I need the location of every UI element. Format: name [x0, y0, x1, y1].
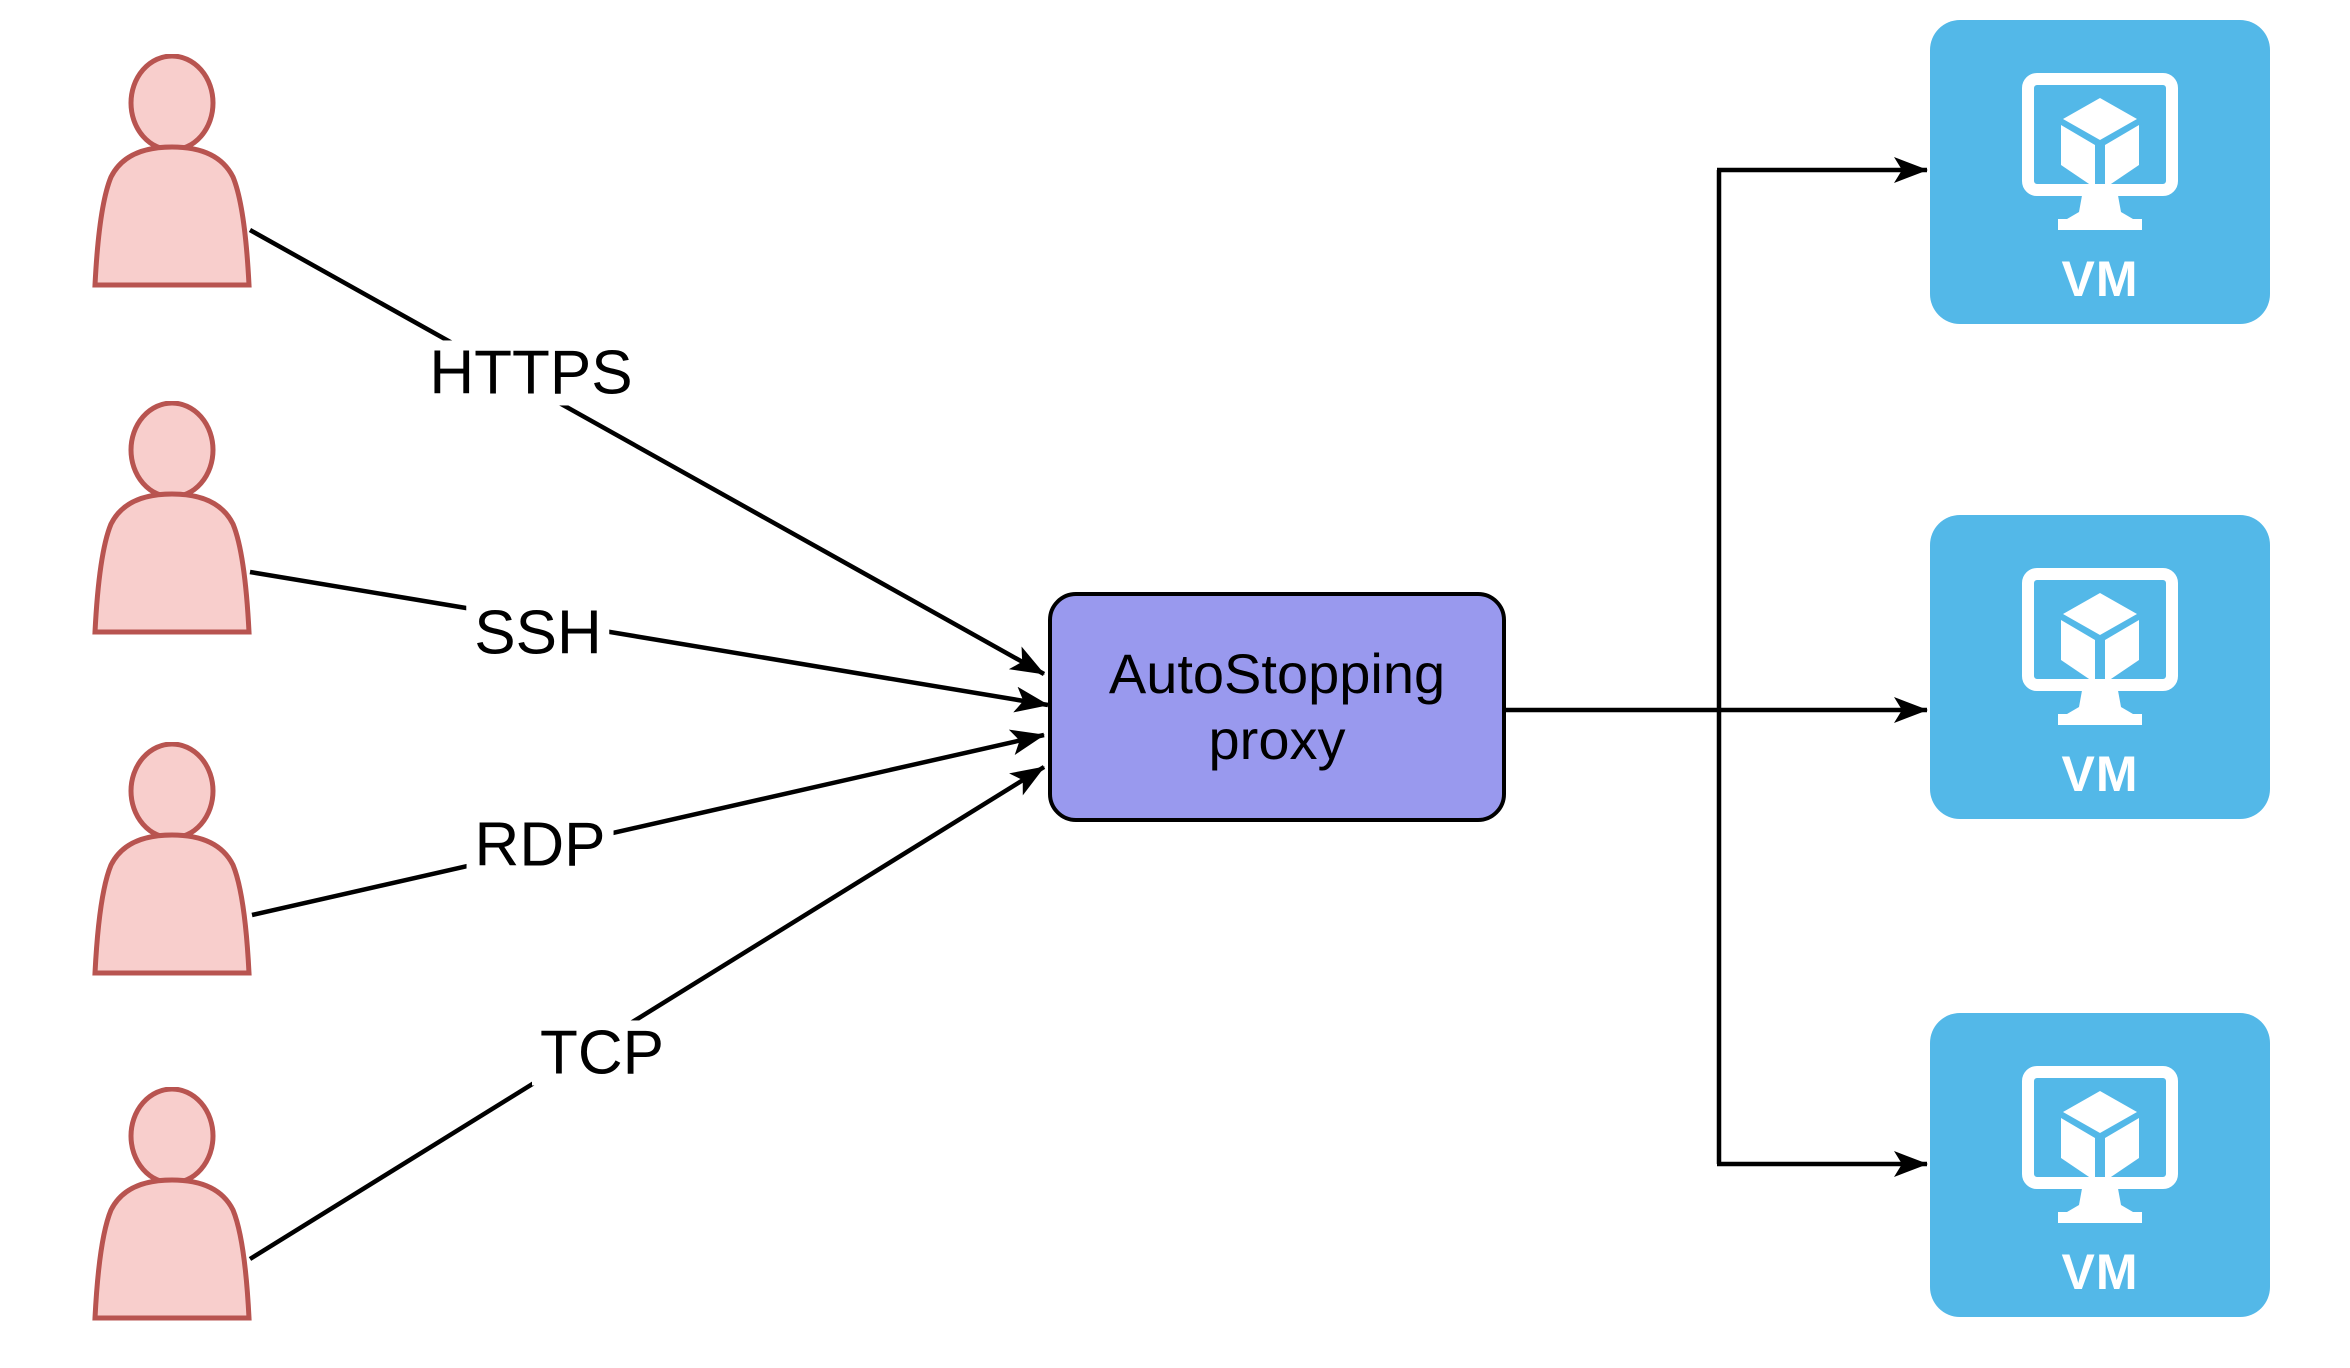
vm-label: VM — [2061, 251, 2139, 307]
vm-node-3: VM — [1930, 1013, 2270, 1317]
monitor-with-cube-icon — [2020, 567, 2180, 729]
vm-label: VM — [2061, 746, 2139, 802]
edge-tcp-line — [248, 765, 1046, 1261]
person-silhouette-icon — [92, 1087, 252, 1321]
edge-label-ssh: SSH — [466, 600, 610, 666]
proxy-label: AutoStopping proxy — [1108, 642, 1446, 771]
edge-label-https: HTTPS — [421, 340, 641, 406]
edge-rdp-line — [251, 729, 1045, 918]
person-silhouette-icon — [92, 742, 252, 976]
user-figure-3 — [92, 742, 252, 977]
edge-label-rdp: RDP — [466, 812, 614, 878]
monitor-with-cube-icon — [2020, 72, 2180, 234]
user-figure-1 — [92, 54, 252, 289]
vm-node-2: VM — [1930, 515, 2270, 819]
vm-node-1: VM — [1930, 20, 2270, 324]
edge-label-tcp: TCP — [532, 1020, 672, 1086]
user-figure-4 — [92, 1087, 252, 1322]
vm-label: VM — [2061, 1244, 2139, 1300]
edge-ssh-line — [249, 569, 1049, 713]
autostopping-proxy-node: AutoStopping proxy — [1048, 592, 1506, 822]
user-figure-2 — [92, 401, 252, 636]
person-silhouette-icon — [92, 54, 252, 288]
monitor-with-cube-icon — [2020, 1065, 2180, 1227]
edge-https-line — [248, 228, 1046, 676]
person-silhouette-icon — [92, 401, 252, 635]
